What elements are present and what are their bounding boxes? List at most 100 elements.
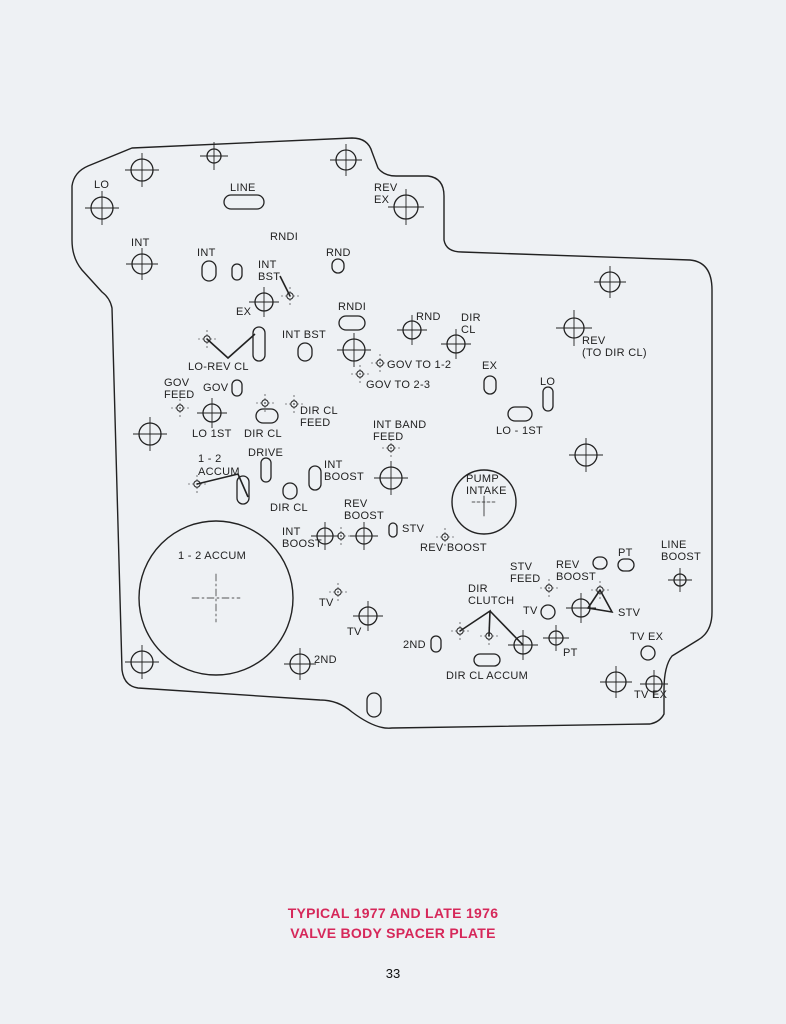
hole-ex [249,287,279,317]
label-lo-rev-cl: LO-REV CL [188,361,249,373]
slot-bottom-tab [366,692,382,718]
slot-int-bst [231,263,243,281]
label-pt-top: PT [618,547,633,559]
plate-outline [71,137,713,729]
hole-pt [543,625,569,651]
label-rev-to-dir-cl: REV(TO DIR CL) [582,335,647,359]
label-rnd-mid: RND [416,311,441,323]
label-tv-ex-right: TV EX [630,631,664,643]
label-rev-boost2: REV BOOST [420,542,487,554]
slot-rndi [338,315,366,331]
label-lo-1st-right: LO - 1ST [496,425,543,437]
dot-int-band-feed [382,439,400,457]
bolt-hole-right-mid [569,438,603,472]
label-gov-to-12: GOV TO 1-2 [387,359,451,371]
line-stv-right [586,589,614,614]
dot-dir-cl [256,394,274,412]
bolt-hole-top-left [125,153,159,187]
pump-intake-circle [451,469,517,535]
label-rndi-top: RNDI [270,231,298,243]
dot-stv-feed [540,579,558,597]
slot-lo-rev-cl [252,326,266,362]
label-tv-mid: TV [523,605,538,617]
hole-line-boost [668,568,692,592]
slot-lo [542,386,554,412]
label-ex-right: EX [482,360,498,372]
label-rndi-mid: RNDI [338,301,366,313]
hole-2nd [284,648,316,680]
hole-top [200,142,228,170]
slot-int-bst2 [297,342,313,362]
label-lo: LO [94,179,109,191]
bolt-hole-lo [85,191,119,225]
slot-int [201,260,217,282]
line-int-bst [279,275,291,297]
label-stv-right: STV [618,607,641,619]
line-lo-rev-cl [206,333,256,360]
label-int-left: INT [131,237,150,249]
label-tv-left: TV [319,597,334,609]
hole-rnd [397,315,427,345]
label-lo-right: LO [540,376,555,388]
bolt-hole-top [330,144,362,176]
hole-rev-to-dir-cl [556,310,592,346]
label-ex-left: EX [236,306,252,318]
slot-stv [388,522,398,538]
line-dir-clutch-b [489,610,524,646]
hole-dir-cl [441,329,471,359]
line-accum [196,473,249,498]
hole-tv-ex [640,670,668,698]
bolt-hole-bottom-right [600,666,632,698]
bolt-hole-left [133,417,167,451]
slot-line [223,194,265,210]
label-nd2-mid: 2ND [314,654,337,666]
label-gov-to-23: GOV TO 2-3 [366,379,430,391]
label-line: LINE [230,182,256,194]
hole-gov-to-12 [337,333,371,367]
label-pt-lower: PT [563,647,578,659]
bolt-hole-right-top [594,266,626,298]
label-nd2-left: 2ND [403,639,426,651]
accum-12-large-circle [138,520,294,676]
slot-lo-1st [507,406,533,422]
dot-rev-boost [436,528,454,546]
slot-rnd [331,258,345,274]
page-number: 33 [385,966,401,981]
dot-gov-12 [371,354,389,372]
label-lo-1st-left: LO 1ST [192,428,232,440]
label-rnd-top: RND [326,247,351,259]
label-drive: DRIVE [248,447,283,459]
slot-2nd [430,635,442,653]
slot-gov [231,379,243,397]
label-int: INT [197,247,216,259]
slot-dir-cl-left [255,408,279,424]
slot-drive [260,457,272,483]
label-accum-big: 1 - 2 ACCUM [178,550,246,562]
hole-int-boost [374,461,408,495]
slot-tv-ex [640,645,656,661]
dot-dir-cl-feed [285,395,303,413]
slot-rev-boost [592,556,608,570]
hole-lo-1st [197,398,227,428]
caption-line-2: VALVE BODY SPACER PLATE [290,925,496,941]
dot-gov-feed [171,399,189,417]
dot-gov-23 [351,365,369,383]
hole-rev-boost [350,522,378,550]
bolt-hole-rev-ex [388,189,424,225]
label-dir-cl-left: DIR CL [244,428,282,440]
line-dir-clutch-a [459,609,491,637]
slot-int-boost [308,465,322,491]
